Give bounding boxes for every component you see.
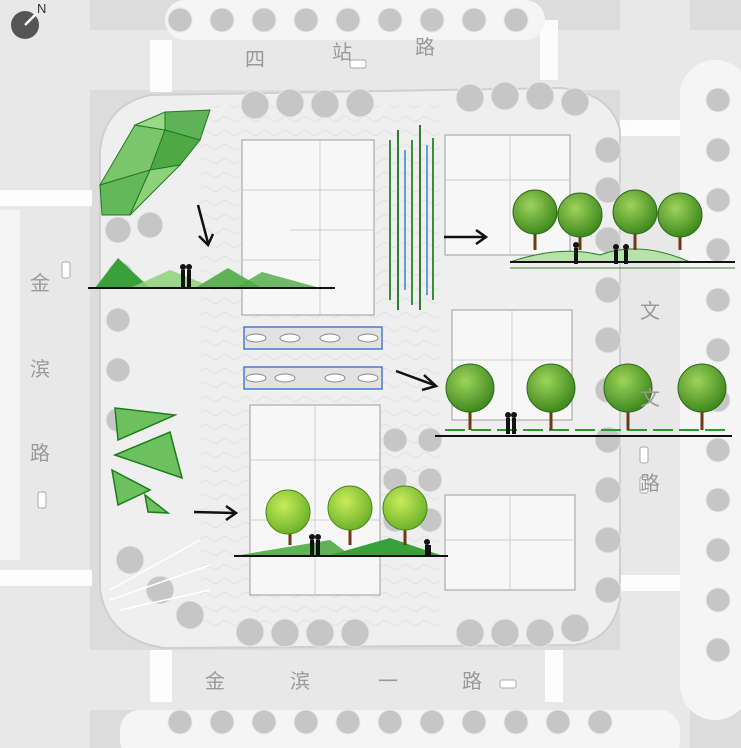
- direction-arrows: [193, 204, 489, 522]
- road-name-char: 文: [640, 299, 660, 323]
- water-feature-south: [243, 366, 383, 390]
- people-silhouette: [573, 242, 629, 264]
- road-name-char: 滨: [290, 669, 310, 693]
- elevation-sketch-trees-upper: [509, 189, 735, 269]
- north-label: N: [37, 1, 46, 16]
- road-label-east: 文 文 路: [640, 299, 660, 495]
- road-name-char: 路: [640, 471, 660, 495]
- road-name-char: 路: [30, 441, 50, 465]
- building-east-1: [444, 134, 571, 256]
- fan-planter: [109, 539, 211, 611]
- road-label-west: 金 滨 路: [30, 271, 50, 465]
- road-name-char: 金: [205, 669, 225, 693]
- street-trees: [104, 7, 731, 735]
- elevation-sketch-mountains: [88, 258, 335, 289]
- road-label-north: 四 站 路: [245, 35, 435, 71]
- parking-cars: [37, 59, 649, 689]
- crosswalks: [0, 20, 680, 702]
- road-name-char: 滨: [30, 357, 50, 381]
- road-name-char: 站: [332, 40, 352, 64]
- road-name-char: 四: [245, 47, 265, 71]
- elevation-sketch-trees-lower: [234, 485, 448, 557]
- road-name-char: 路: [415, 35, 435, 59]
- road-name-char: 金: [30, 271, 50, 295]
- people-silhouette: [505, 412, 517, 434]
- elevation-sketch-trees-middle: [435, 363, 732, 437]
- road-name-char: 一: [378, 669, 398, 693]
- road-name-char: 文: [640, 386, 660, 410]
- arrow-icon: [193, 510, 235, 515]
- water-feature-north: [243, 326, 383, 350]
- road-name-char: 路: [462, 669, 482, 693]
- road-south: [0, 650, 741, 710]
- building-interiors: [242, 135, 575, 595]
- north-arrow-icon: N: [11, 1, 46, 39]
- arrow-icon: [196, 204, 210, 244]
- tree-elevation: [512, 189, 703, 250]
- linear-planting: [389, 125, 434, 310]
- people-silhouette: [180, 264, 192, 288]
- people-silhouette: [309, 534, 431, 556]
- green-triangle-planters: [111, 407, 184, 514]
- faceted-green-sculpture: [98, 109, 211, 216]
- road-label-south: 金 滨 一 路: [205, 669, 482, 693]
- arrow-icon: [395, 369, 435, 387]
